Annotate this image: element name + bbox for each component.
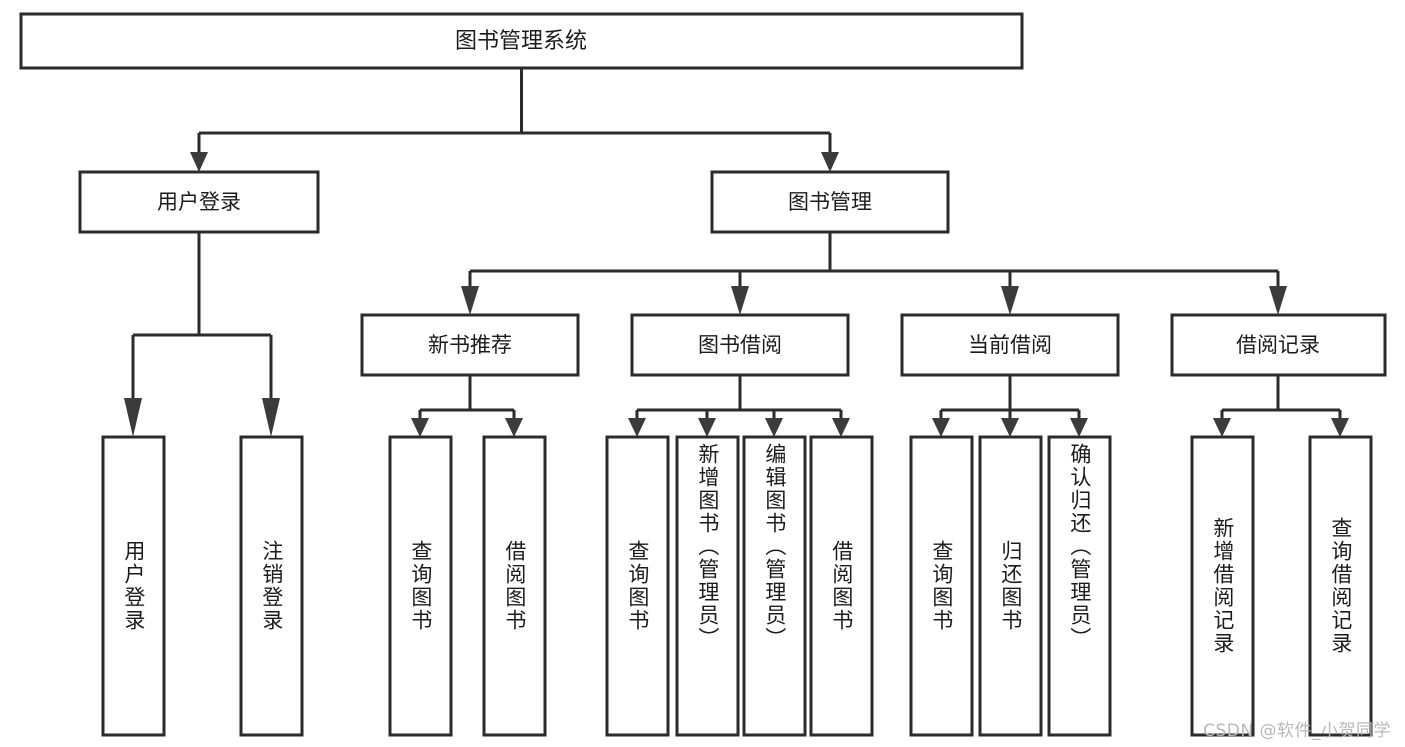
arrow-head-leaf-borrow-book-b (832, 418, 850, 437)
edge-user-login-to-leaves (124, 232, 280, 437)
arrow-head-leaf-return-book (1001, 418, 1019, 437)
edge-new-book-rec-to-leaves (411, 375, 523, 437)
arrow-head-leaf-user-login (124, 398, 142, 437)
node-root[interactable]: 图书管理系统 (19, 12, 1024, 70)
node-leaf-borrow-book-b-box[interactable] (809, 435, 874, 737)
edge-root-to-level2 (190, 68, 839, 172)
arrow-head-leaf-query-book-c (932, 418, 950, 437)
node-leaf-borrow-book-a-box[interactable] (482, 435, 547, 737)
node-root-label: 图书管理系统 (455, 29, 587, 54)
node-root-box[interactable] (19, 12, 1024, 70)
arrow-head-leaf-logout (262, 398, 280, 437)
node-leaf-logout-box[interactable] (239, 435, 304, 737)
arrow-head-book-borrow (731, 286, 749, 315)
csdn-watermark: CSDN @软件_小贺同学 (1203, 721, 1391, 741)
node-leaf-query-book-b-box[interactable] (605, 435, 670, 737)
arrow-head-book-manage (821, 152, 839, 172)
node-current-borrow-box[interactable] (900, 313, 1120, 377)
edge-book-borrow-to-leaves (628, 375, 850, 437)
node-leaf-edit-book-box[interactable] (742, 435, 807, 737)
node-leaf-confirm-return-box[interactable] (1047, 435, 1112, 737)
arrow-head-leaf-add-book (698, 418, 716, 437)
arrow-head-leaf-confirm-return (1070, 418, 1088, 437)
arrow-head-leaf-query-record (1331, 418, 1349, 437)
node-leaf-query-record-box[interactable] (1308, 435, 1373, 737)
node-current-borrow[interactable]: 当前借阅 (900, 313, 1120, 377)
node-book-borrow-box[interactable] (630, 313, 850, 377)
edge-borrow-record-to-leaves (1213, 375, 1349, 437)
node-leaf-query-book-a-box[interactable] (388, 435, 453, 737)
node-new-book-rec[interactable]: 新书推荐 (360, 313, 580, 377)
node-borrow-record-label: 借阅记录 (1236, 333, 1320, 357)
node-new-book-rec-label: 新书推荐 (428, 333, 512, 357)
arrow-head-leaf-query-book-b (628, 418, 646, 437)
arrow-head-leaf-edit-book (765, 418, 783, 437)
arrow-head-current-borrow (1001, 286, 1019, 315)
node-user-login-label: 用户登录 (157, 190, 241, 214)
arrow-head-leaf-add-record (1213, 418, 1231, 437)
node-leaf-add-book-box[interactable] (675, 435, 740, 737)
node-current-borrow-label: 当前借阅 (968, 333, 1052, 357)
node-leaf-user-login-box[interactable] (101, 435, 166, 737)
arrow-head-user-login (190, 152, 208, 172)
edge-book-manage-to-level3 (461, 232, 1287, 315)
node-leaf-return-book-box[interactable] (978, 435, 1043, 737)
node-book-borrow-label: 图书借阅 (698, 333, 782, 357)
node-book-manage-box[interactable] (710, 170, 950, 234)
node-book-borrow[interactable]: 图书借阅 (630, 313, 850, 377)
node-user-login-box[interactable] (78, 170, 320, 234)
node-new-book-rec-box[interactable] (360, 313, 580, 377)
arrow-head-leaf-borrow-book-a (505, 418, 523, 437)
arrow-head-borrow-record (1269, 286, 1287, 315)
arrow-head-leaf-query-book-a (411, 418, 429, 437)
edge-current-borrow-to-leaves (932, 375, 1088, 437)
node-user-login[interactable]: 用户登录 (78, 170, 320, 234)
node-leaf-add-record-box[interactable] (1190, 435, 1255, 737)
node-borrow-record[interactable]: 借阅记录 (1170, 313, 1387, 377)
arrow-head-new-book-rec (461, 286, 479, 315)
node-book-manage-label: 图书管理 (788, 190, 872, 214)
node-book-manage[interactable]: 图书管理 (710, 170, 950, 234)
node-leaf-query-book-c-box[interactable] (909, 435, 974, 737)
node-borrow-record-box[interactable] (1170, 313, 1387, 377)
